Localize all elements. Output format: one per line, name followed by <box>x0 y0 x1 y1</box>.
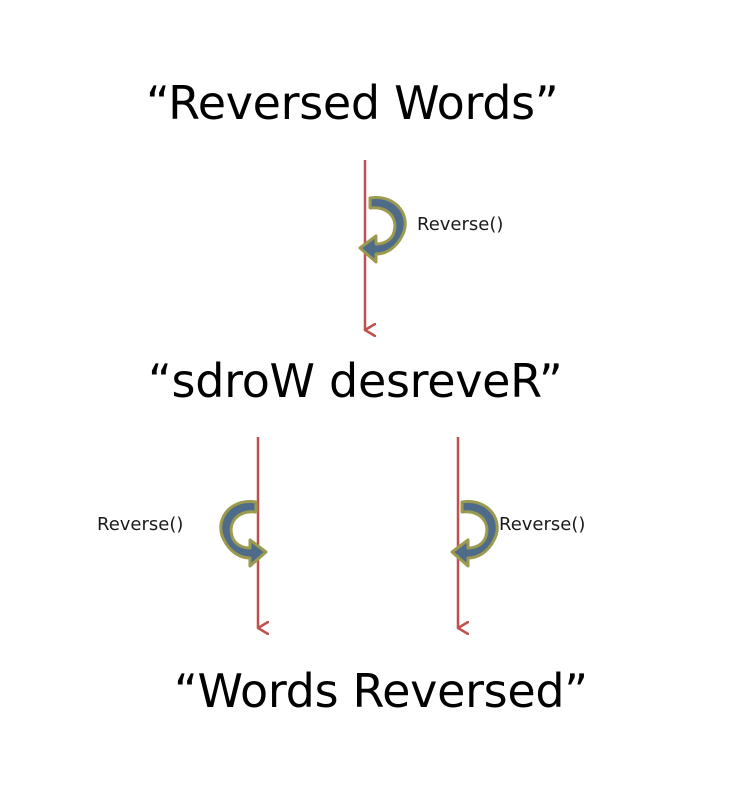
fully-reversed-phrase: “sdroW desreveR” <box>148 354 563 408</box>
reverse-curl-icon-step2-left <box>219 500 268 568</box>
reverse-label-step2-left: Reverse() <box>97 514 184 535</box>
result-phrase: “Words Reversed” <box>174 664 588 718</box>
reverse-curl-icon-step1 <box>358 196 407 264</box>
original-phrase: “Reversed Words” <box>146 76 559 130</box>
reverse-label-step1: Reverse() <box>417 214 504 235</box>
reverse-curl-icon-step2-right <box>450 500 499 568</box>
reverse-label-step2-right: Reverse() <box>499 514 586 535</box>
